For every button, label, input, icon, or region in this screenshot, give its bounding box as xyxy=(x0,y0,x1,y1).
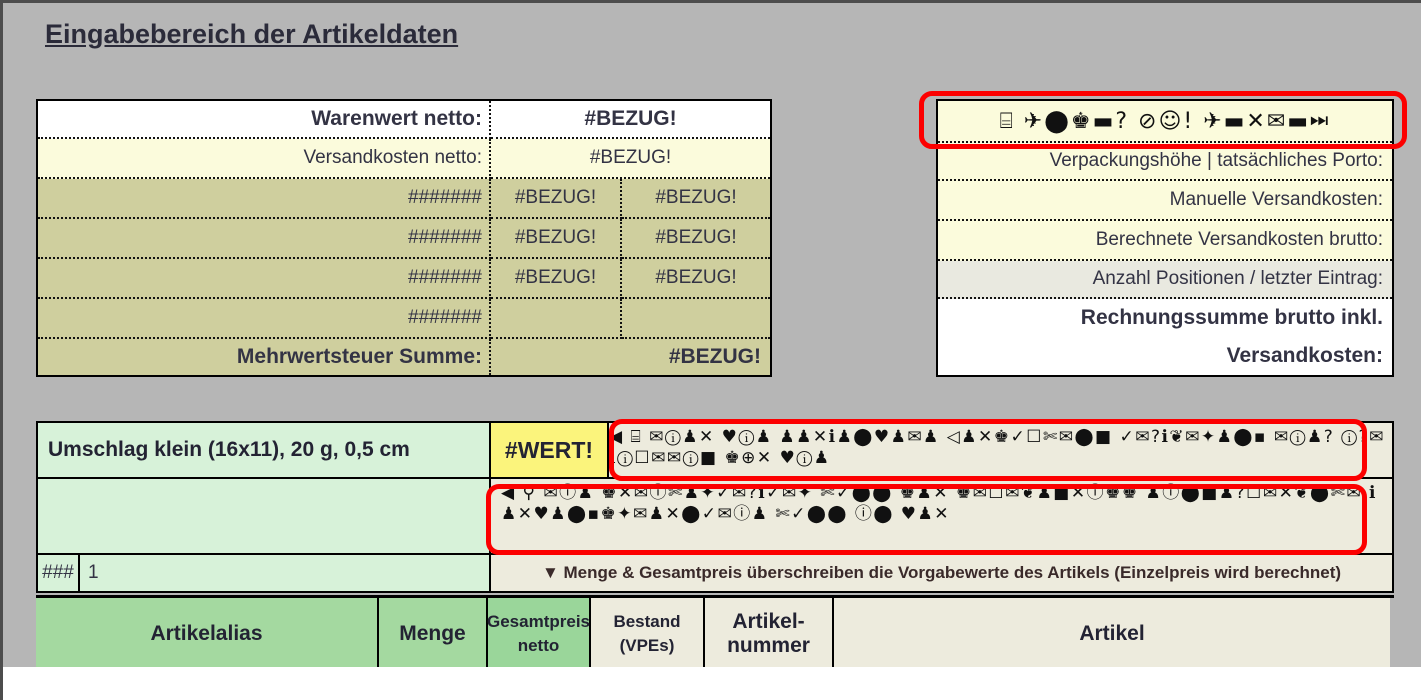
column-header-artikelnummer[interactable]: Artikel- nummer xyxy=(705,598,834,669)
left-row-label-0[interactable]: Warenwert netto: xyxy=(38,101,491,139)
quantity-code-cell[interactable]: ### xyxy=(38,555,80,591)
envelope-label[interactable]: Umschlag klein (16x11), 20 g, 0,5 cm xyxy=(38,423,491,479)
symbol-block-2[interactable]: ◀ ⚲ ✉ⓘ♟ ♚✕✉ⓘ✄♟✦✓✉?ℹ✓✉✦ ✄✓⬤⬤ ♚♟✕ ♚✉☐✉❦♟■✕… xyxy=(491,479,1392,555)
left-row-value-0[interactable]: #BEZUG! xyxy=(491,101,770,139)
left-summary-table: Warenwert netto: #BEZUG! Versandkosten n… xyxy=(36,99,772,377)
column-header-gesamtpreis-netto[interactable]: Gesamtpreis netto xyxy=(487,598,591,669)
worksheet-area: Eingabebereich der Artikeldaten Warenwer… xyxy=(0,0,1421,669)
left-row-value1-4[interactable]: #BEZUG! xyxy=(491,259,622,299)
envelope-error-value[interactable]: #WERT! xyxy=(491,423,609,479)
symbol-block-1[interactable]: ◀ ⌸ ✉ⓘ♟✕ ♥ⓘ♟ ♟♟✕ℹ♟⬤♥♟✉♟ ◁♟✕♚✓☐✄✉⬤■ ✓✉?ℹ❦… xyxy=(609,423,1392,479)
left-row-value-6[interactable]: #BEZUG! xyxy=(491,339,770,375)
left-row-value2-3[interactable]: #BEZUG! xyxy=(622,219,770,259)
left-row-label-6[interactable]: Mehrwertsteuer Summe: xyxy=(38,339,491,375)
page-title: Eingabebereich der Artikeldaten xyxy=(45,19,459,49)
right-row-label-3[interactable]: Anzahl Positionen / letzter Eintrag: xyxy=(938,261,1392,299)
left-row-value1-3[interactable]: #BEZUG! xyxy=(491,219,622,259)
hint-text: ▼ Menge & Gesamtpreis überschreiben die … xyxy=(491,555,1392,591)
right-row-label-1[interactable]: Manuelle Versandkosten: xyxy=(938,181,1392,221)
right-summary-table: ⌸ ✈⬤♚▬? ⊘☺! ✈▬✕✉▬⏭ Verpackungshöhe | tat… xyxy=(936,99,1394,377)
right-row-label-4[interactable]: Rechnungssumme brutto inkl. xyxy=(938,299,1392,337)
article-entry-block: Umschlag klein (16x11), 20 g, 0,5 cm #WE… xyxy=(36,421,1394,593)
empty-mint-cell[interactable] xyxy=(38,479,491,555)
left-row-value1-2[interactable]: #BEZUG! xyxy=(491,179,622,219)
left-row-label-2[interactable]: ####### xyxy=(38,179,491,219)
left-row-value2-2[interactable]: #BEZUG! xyxy=(622,179,770,219)
shipping-symbol-row[interactable]: ⌸ ✈⬤♚▬? ⊘☺! ✈▬✕✉▬⏭ xyxy=(938,101,1392,143)
left-row-value2-4[interactable]: #BEZUG! xyxy=(622,259,770,299)
left-row-label-3[interactable]: ####### xyxy=(38,219,491,259)
article-table-header: Artikelalias Menge Gesamtpreis netto Bes… xyxy=(36,595,1394,669)
column-header-menge[interactable]: Menge xyxy=(379,598,488,669)
column-header-artikel[interactable]: Artikel xyxy=(834,598,1390,669)
left-row-value2-5[interactable] xyxy=(622,299,770,339)
column-header-artikelalias[interactable]: Artikelalias xyxy=(36,598,379,669)
right-row-label-2[interactable]: Berechnete Versandkosten brutto: xyxy=(938,221,1392,261)
column-header-bestand-vpes[interactable]: Bestand (VPEs) xyxy=(591,598,705,669)
left-row-label-5[interactable]: ####### xyxy=(38,299,491,339)
quantity-value-cell[interactable]: 1 xyxy=(80,555,491,591)
right-row-label-0[interactable]: Verpackungshöhe | tatsächliches Porto: xyxy=(938,143,1392,181)
left-row-value1-5[interactable] xyxy=(491,299,622,339)
bottom-strip xyxy=(0,667,1421,700)
right-row-label-5[interactable]: Versandkosten: xyxy=(938,337,1392,375)
left-row-label-4[interactable]: ####### xyxy=(38,259,491,299)
left-row-value-1[interactable]: #BEZUG! xyxy=(491,139,770,179)
left-row-label-1[interactable]: Versandkosten netto: xyxy=(38,139,491,179)
